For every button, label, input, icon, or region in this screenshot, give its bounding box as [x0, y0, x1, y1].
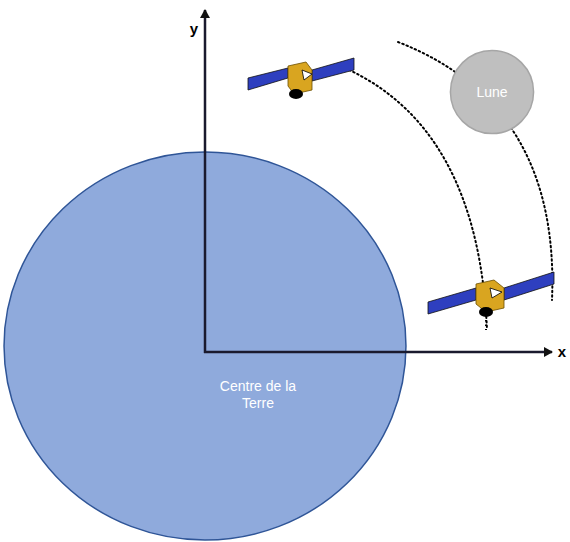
axis-label: y	[190, 20, 198, 37]
node-text: Lune	[476, 84, 507, 101]
outer-orbit	[398, 42, 552, 300]
node-text: Centre de la Terre	[203, 378, 313, 412]
x-axis	[204, 351, 552, 354]
y-axis	[204, 10, 207, 353]
axis-label: x	[558, 343, 566, 360]
satellite	[428, 272, 554, 330]
moon-circle: Lune	[450, 50, 534, 134]
satellite	[248, 58, 354, 99]
